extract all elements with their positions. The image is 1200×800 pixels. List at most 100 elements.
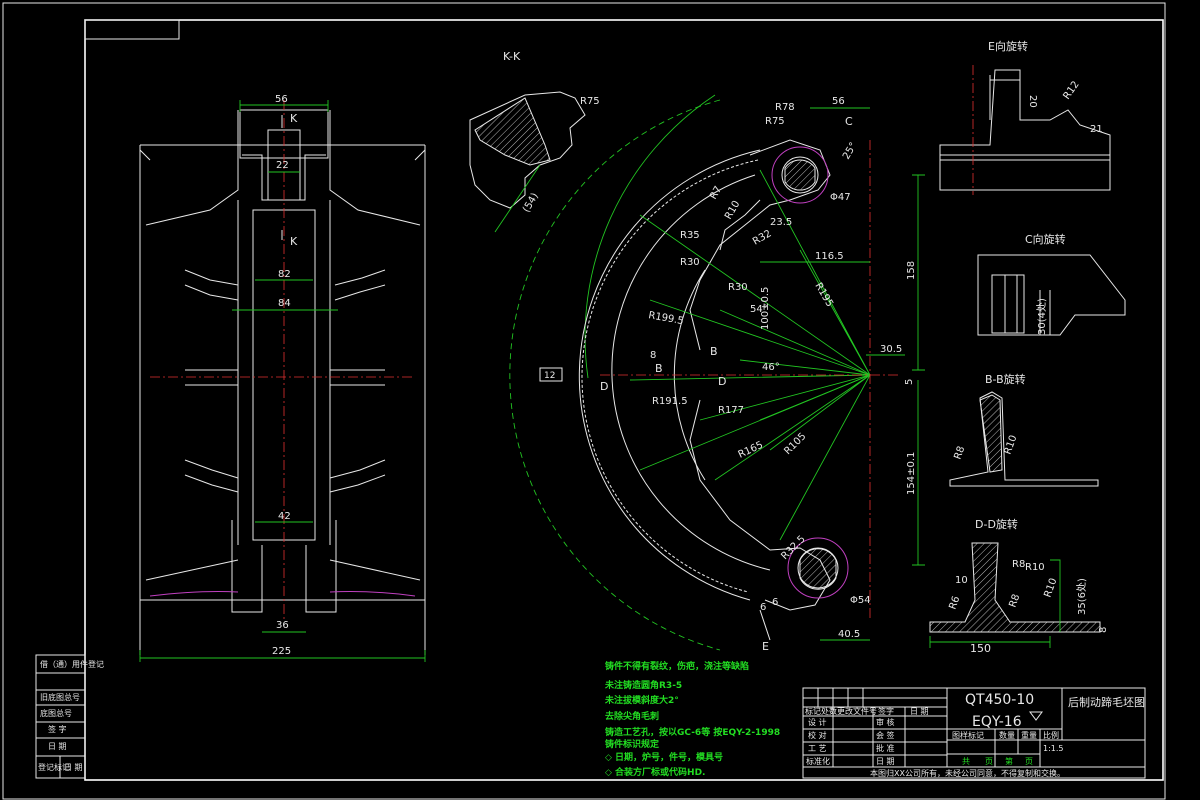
dim-label: 100±0.5 xyxy=(760,287,771,330)
note-line: 未注拔模斜度大2° xyxy=(604,694,679,706)
dim-label: 30(4处) xyxy=(1036,298,1048,335)
note-line: 铸件不得有裂纹，伤疤，浇注等缺陷 xyxy=(605,660,749,672)
dim-label: (54) xyxy=(521,191,541,214)
dim-label: 8 xyxy=(1098,627,1109,633)
dim-label: Φ47 xyxy=(830,192,851,203)
tb-header: 标记处数 xyxy=(805,706,837,716)
dim-label: 6 xyxy=(760,602,766,613)
view-title: D-D旋转 xyxy=(975,517,1018,531)
drawing-name: 后制动蹄毛坯图 xyxy=(1068,695,1145,709)
dim-label: 21 xyxy=(1090,124,1103,135)
note-line: 铸造工艺孔，按以GC-6等 按EQY-2-1998 xyxy=(605,726,780,738)
dim-label: R8 xyxy=(1007,593,1022,609)
dim-label: R195 xyxy=(812,281,835,309)
dim-label: R105 xyxy=(782,431,808,457)
strip-label: 登记标记 xyxy=(38,762,70,772)
dim-label: 40.5 xyxy=(838,629,860,640)
dim-label: R30 xyxy=(680,257,700,268)
dim-label: R78 xyxy=(775,102,795,113)
material-label: QT450-10 xyxy=(965,692,1034,708)
section-kk: K-K R75 (54) xyxy=(469,50,600,233)
section-marker: B xyxy=(710,345,718,358)
stage-header: 重量 xyxy=(1021,730,1037,740)
dim-label: R75 xyxy=(765,116,785,127)
dim-label: R10 xyxy=(1002,434,1019,456)
dim-label: 35(6处) xyxy=(1076,578,1088,615)
dim-label: R75 xyxy=(580,96,600,107)
strip-label: 签 字 xyxy=(48,724,67,734)
dim-label: 20 xyxy=(1027,95,1038,108)
title-block: 标记处数 更改文件号 签字 日 期 设 计 审 核 校 对 会 签 工 艺 批 … xyxy=(802,687,1146,779)
dim-label: R10 xyxy=(723,199,742,222)
dim-label: R30 xyxy=(728,282,748,293)
dim-label: 8 xyxy=(650,350,656,361)
stage-header: 图样标记 xyxy=(952,730,984,740)
dim-label: 154±0.1 xyxy=(906,452,917,495)
stage-header: 比例 xyxy=(1043,730,1059,740)
dim-label: R191.5 xyxy=(652,396,688,407)
view-title: C向旋转 xyxy=(1025,232,1066,246)
tb-row: 审 核 xyxy=(876,717,895,727)
dim-label: 25° xyxy=(841,141,859,162)
technical-notes: 铸件不得有裂纹，伤疤，浇注等缺陷 未注铸造圆角R3-5 未注拔模斜度大2° 去除… xyxy=(604,660,780,778)
dim-label: R12 xyxy=(1061,79,1081,101)
dim-label: 22 xyxy=(276,160,289,171)
strip-label: 借（通）用件登记 xyxy=(40,659,104,669)
side-registry-strip: 借（通）用件登记 旧底图总号 底图总号 签 字 日 期 登记标记 日 期 xyxy=(35,654,104,779)
section-marker: D xyxy=(600,380,608,393)
dim-label: 5 xyxy=(904,379,915,385)
dim-label: 116.5 xyxy=(815,251,844,262)
part-code: EQY-16 xyxy=(972,714,1022,730)
strip-label: 日 期 xyxy=(48,742,67,751)
ownership-footer: 本图归XX公司所有，未经公司同意，不得复制和交换。 xyxy=(870,768,1065,778)
dim-label: Φ54 xyxy=(850,595,871,606)
dim-label: 54° xyxy=(750,304,768,315)
view-title: B-B旋转 xyxy=(985,372,1026,386)
dim-label: 225 xyxy=(272,646,291,657)
dim-label: 23.5 xyxy=(770,217,792,228)
strip-label: 日 期 xyxy=(64,763,83,772)
dim-label: 56 xyxy=(832,96,845,107)
strip-label: 底图总号 xyxy=(40,708,72,718)
section-dd: D-D旋转 150 R8 R10 10 R6 R8 R10 35(6处) 8 xyxy=(929,517,1109,655)
tb-header: 更改文件号 xyxy=(837,706,877,716)
dim-label: R8 xyxy=(952,445,967,461)
main-view: 158 154±0.1 56 R78 R75 C 25° Φ47 R10 R7 … xyxy=(509,94,925,653)
dim-label: R35 xyxy=(680,230,700,241)
side-view: 56 22 K K 82 84 42 36 225 xyxy=(139,94,426,662)
view-marker: C xyxy=(845,115,853,128)
tb-row: 设 计 xyxy=(808,717,827,727)
tb-row: 日 期 xyxy=(876,757,895,766)
note-line: 铸件标识规定 xyxy=(605,738,660,750)
dim-label: R10 xyxy=(1025,562,1045,573)
dim-label: 82 xyxy=(278,269,291,280)
view-title: E向旋转 xyxy=(988,39,1028,53)
tb-row: 标准化 xyxy=(806,756,830,766)
dim-label: 84 xyxy=(278,298,291,309)
section-marker: B xyxy=(655,362,663,375)
scale-value: 1:1.5 xyxy=(1043,744,1064,753)
view-c: C向旋转 30(4处) xyxy=(977,232,1126,336)
strip-label: 旧底图总号 xyxy=(40,692,80,702)
dim-label: 6 xyxy=(772,597,778,608)
dim-label: R165 xyxy=(737,440,765,461)
dim-label: 10 xyxy=(955,575,968,586)
stage-header: 数量 xyxy=(999,730,1015,740)
tb-row: 校 对 xyxy=(808,730,827,740)
tb-row: 工 艺 xyxy=(808,744,827,753)
section-marker: D xyxy=(718,375,726,388)
note-line: 去除尖角毛刺 xyxy=(605,710,659,722)
dim-label: R8 xyxy=(1012,559,1025,570)
dim-label: 42 xyxy=(278,511,291,522)
dim-label: R32 xyxy=(751,228,774,247)
dim-label: R10 xyxy=(1042,577,1059,599)
dim-label: R177 xyxy=(718,405,744,416)
tb-row: 批 准 xyxy=(876,743,895,753)
dim-label: 46° xyxy=(762,362,780,373)
dim-label: 36 xyxy=(276,620,289,631)
section-marker: K xyxy=(290,112,298,125)
sheet-label: 第 xyxy=(1005,756,1013,766)
dim-label: R6 xyxy=(947,595,962,611)
note-line: ◇ 合装方厂标或代码HD. xyxy=(605,766,705,778)
